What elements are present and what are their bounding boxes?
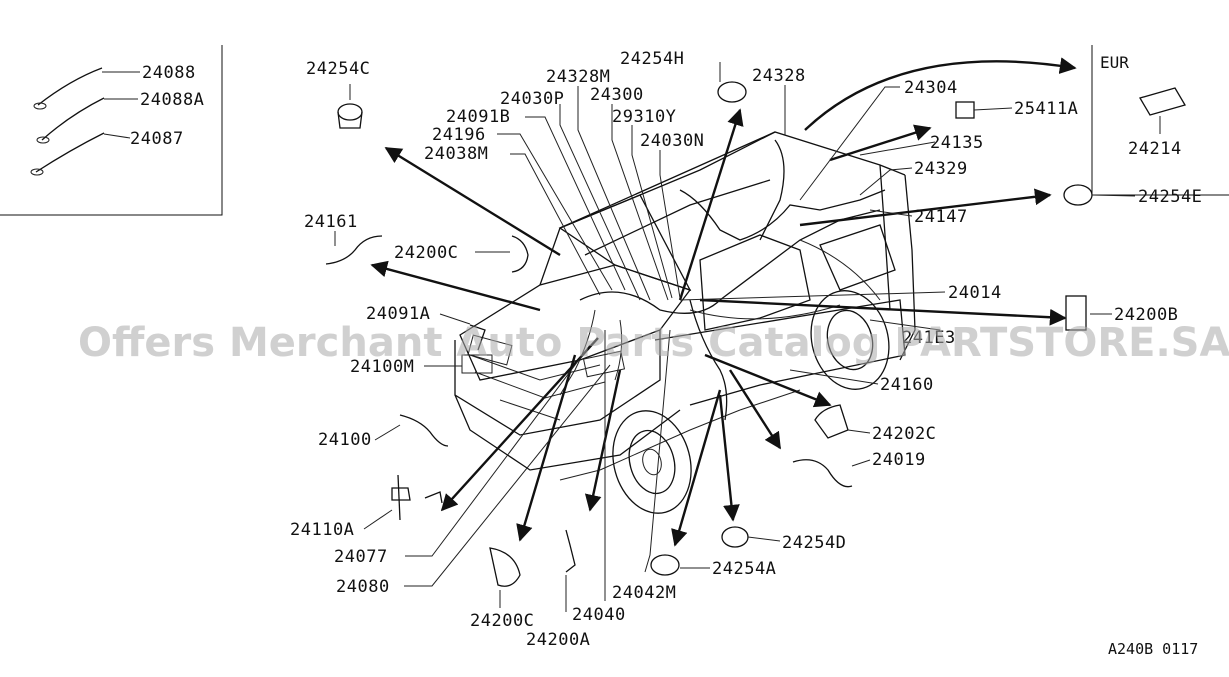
- pointer-arrows: [370, 57, 1077, 547]
- inset-frame-left: [0, 45, 223, 216]
- label-24091A: 24091A: [366, 304, 430, 324]
- label-24040: 24040: [572, 605, 626, 625]
- label-24088A: 24088A: [140, 90, 204, 110]
- label-24254D: 24254D: [782, 533, 846, 553]
- wiring-harness: [559, 139, 886, 421]
- label-24254H: 24254H: [620, 49, 684, 69]
- label-25411A: 25411A: [1014, 99, 1078, 119]
- label-24135: 24135: [930, 133, 984, 153]
- label-24304: 24304: [904, 78, 958, 98]
- label-24200C-bottom: 24200C: [470, 611, 534, 631]
- label-29310Y: 29310Y: [612, 107, 676, 127]
- label-24019: 24019: [872, 450, 926, 470]
- label-24200C-top: 24200C: [394, 243, 458, 263]
- label-24014: 24014: [948, 283, 1002, 303]
- label-24202C: 24202C: [872, 424, 936, 444]
- label-24161: 24161: [304, 212, 358, 232]
- eur-label: EUR: [1100, 53, 1129, 72]
- label-24091B: 24091B: [446, 107, 510, 127]
- label-24147: 24147: [914, 207, 968, 227]
- label-24300: 24300: [590, 85, 644, 105]
- label-24038M: 24038M: [424, 144, 488, 164]
- label-24328M: 24328M: [546, 67, 610, 87]
- label-24087: 24087: [130, 129, 184, 149]
- watermark: Offers Merchant Auto Parts Catalog PARTS…: [78, 320, 1229, 366]
- label-24110A: 24110A: [290, 520, 354, 540]
- label-24200B: 24200B: [1114, 305, 1178, 325]
- label-24254E: 24254E: [1138, 187, 1202, 207]
- label-241x3: 241ЕЗ: [902, 328, 956, 348]
- label-24160: 24160: [880, 375, 934, 395]
- label-24042M: 24042M: [612, 583, 676, 603]
- leader-lines: [102, 62, 1161, 612]
- label-24030P: 24030P: [500, 89, 564, 109]
- label-24077: 24077: [334, 547, 388, 567]
- label-24030N: 24030N: [640, 131, 704, 151]
- label-24329: 24329: [914, 159, 968, 179]
- label-24328: 24328: [752, 66, 806, 86]
- label-24214: 24214: [1128, 139, 1182, 159]
- label-24196: 24196: [432, 125, 486, 145]
- label-24100: 24100: [318, 430, 372, 450]
- label-24088: 24088: [142, 63, 196, 83]
- part-labels: 24088 24088A 24087 24254C 24161 24200C 2…: [130, 49, 1202, 658]
- label-24200A: 24200A: [526, 630, 590, 650]
- inset-cables: [30, 67, 105, 176]
- label-24254A: 24254A: [712, 559, 776, 579]
- label-24100M: 24100M: [350, 357, 414, 377]
- label-24254C: 24254C: [306, 59, 370, 79]
- label-24080: 24080: [336, 577, 390, 597]
- figure-code: A240B 0117: [1108, 640, 1198, 658]
